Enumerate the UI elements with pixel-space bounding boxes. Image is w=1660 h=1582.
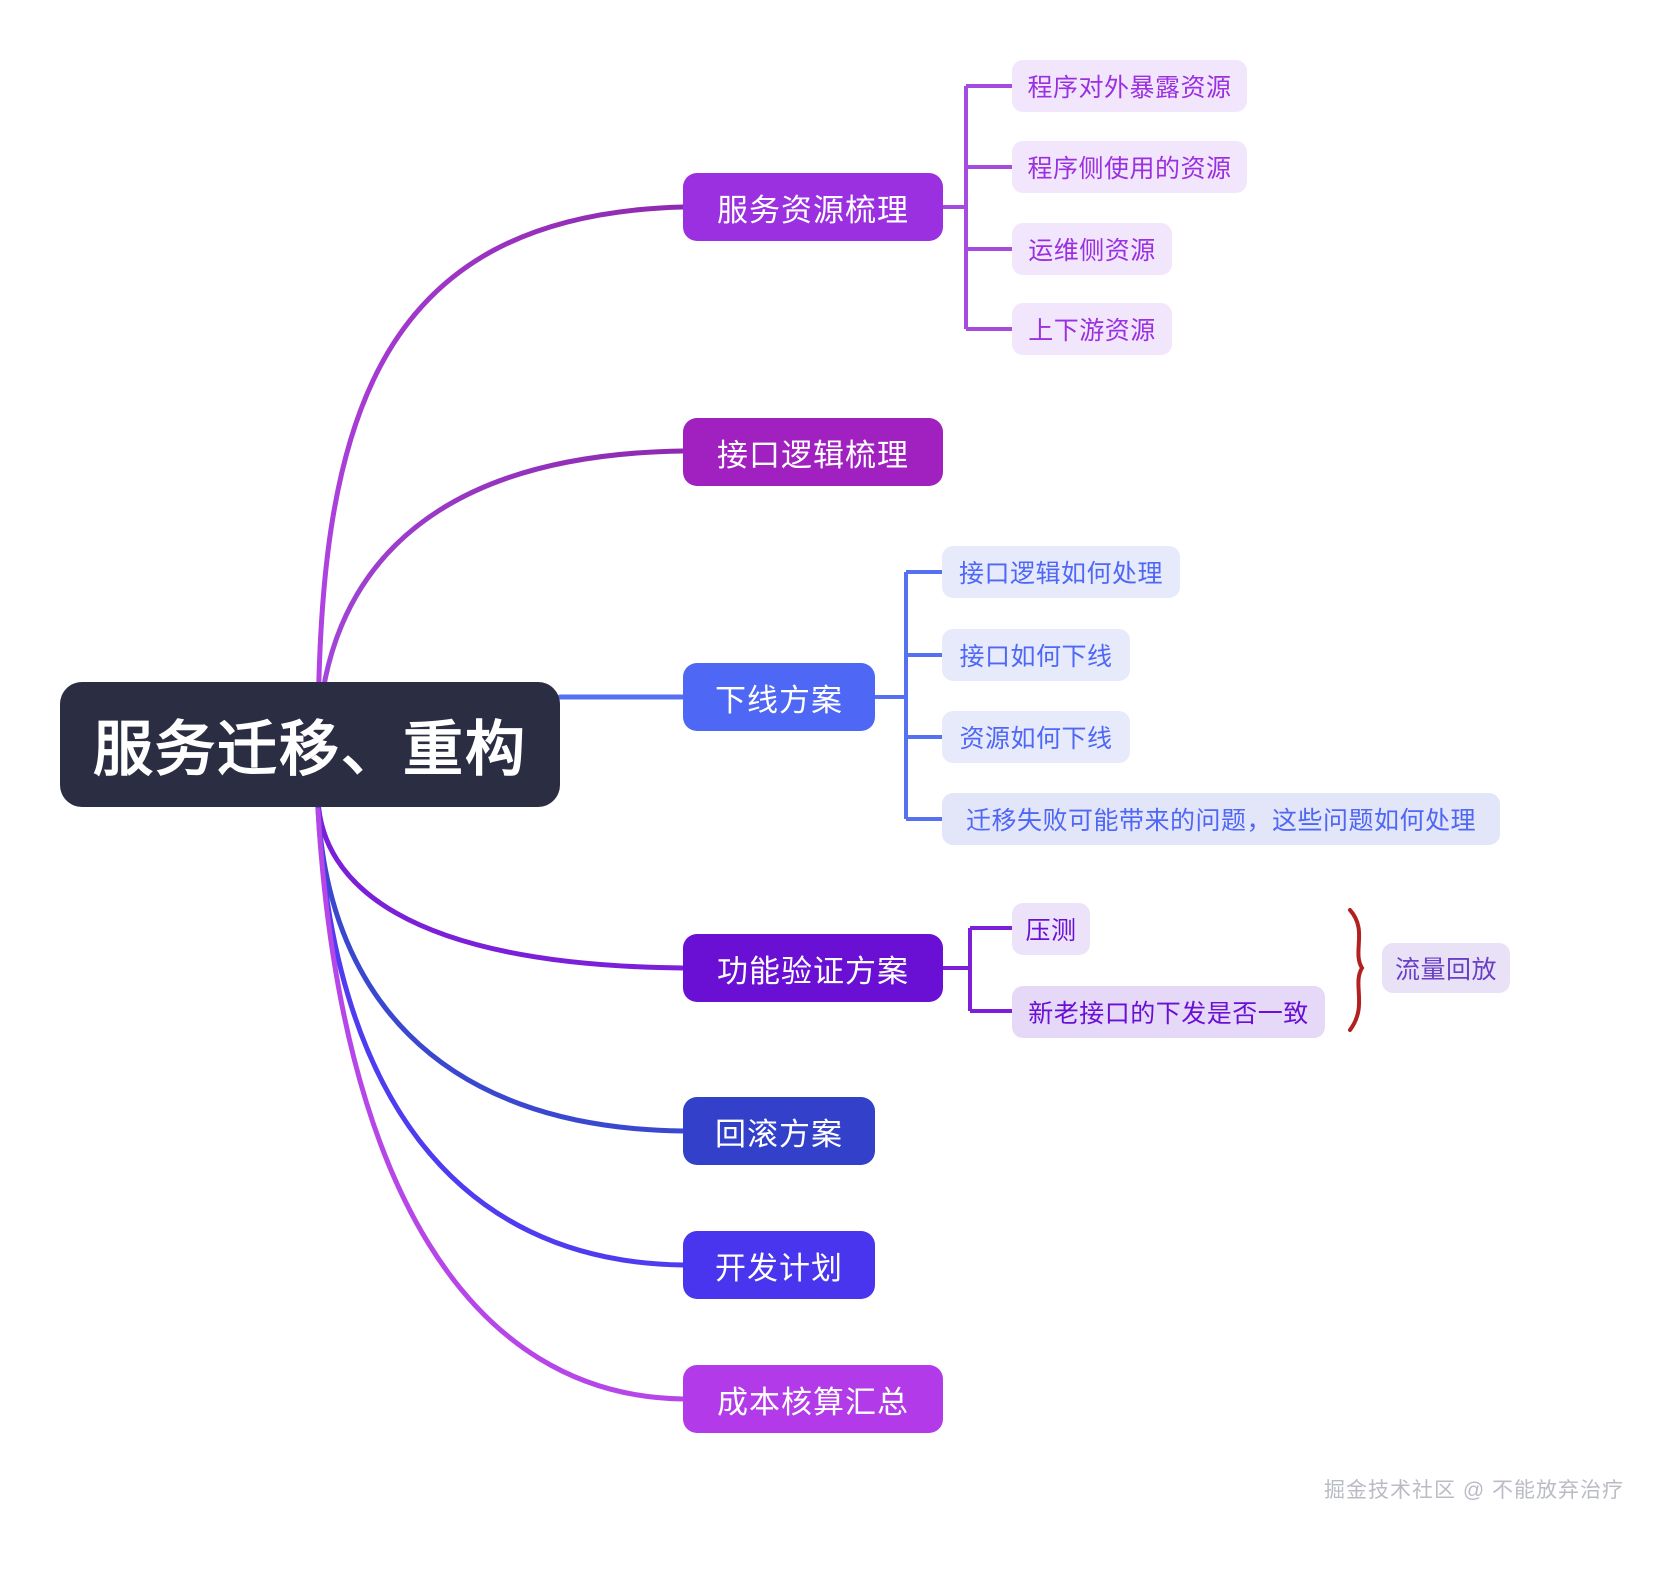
leaf-node-label: 压测 — [1025, 917, 1077, 945]
branch-node-offline-plan[interactable]: 下线方案 — [683, 663, 875, 731]
leaf-node-ops-side-resources[interactable]: 运维侧资源 — [1012, 223, 1172, 275]
branch-node-rollback-plan[interactable]: 回滚方案 — [683, 1097, 875, 1165]
leaf-node-label: 接口逻辑如何处理 — [959, 560, 1164, 588]
leaf-node-label: 程序侧使用的资源 — [1027, 155, 1232, 183]
branch-node-label: 回滚方案 — [715, 1116, 843, 1152]
annotation-traffic-replay[interactable]: 流量回放 — [1382, 943, 1510, 993]
root-node-label: 服务迁移、重构 — [93, 716, 527, 783]
leaf-node-upstream-downstream-resources[interactable]: 上下游资源 — [1012, 303, 1172, 355]
leaf-node-label: 运维侧资源 — [1028, 237, 1156, 265]
leaf-node-program-side-resources[interactable]: 程序侧使用的资源 — [1012, 141, 1247, 193]
branch-node-label: 功能验证方案 — [717, 953, 909, 989]
leaf-node-resource-offline[interactable]: 资源如何下线 — [942, 711, 1130, 763]
branch-node-label: 下线方案 — [715, 682, 843, 718]
branch-node-label: 开发计划 — [715, 1250, 843, 1286]
leaf-node-exposed-resources[interactable]: 程序对外暴露资源 — [1012, 60, 1247, 112]
mindmap-root-node[interactable]: 服务迁移、重构 — [60, 682, 560, 807]
leaf-node-label: 新老接口的下发是否一致 — [1028, 1000, 1309, 1028]
leaf-node-label: 程序对外暴露资源 — [1027, 74, 1232, 102]
branch-node-api-logic-review[interactable]: 接口逻辑梳理 — [683, 418, 943, 486]
branch-node-function-verification-plan[interactable]: 功能验证方案 — [683, 934, 943, 1002]
branch-node-label: 服务资源梳理 — [717, 192, 909, 228]
leaf-node-migration-failure-issues[interactable]: 迁移失败可能带来的问题，这些问题如何处理 — [942, 793, 1500, 845]
leaf-node-label: 接口如何下线 — [959, 643, 1113, 671]
leaf-node-api-logic-handling[interactable]: 接口逻辑如何处理 — [942, 546, 1180, 598]
leaf-node-stress-test[interactable]: 压测 — [1012, 903, 1090, 955]
branch-node-cost-accounting-summary[interactable]: 成本核算汇总 — [683, 1365, 943, 1433]
branch-node-label: 成本核算汇总 — [717, 1384, 909, 1420]
branch-node-label: 接口逻辑梳理 — [717, 437, 909, 473]
leaf-node-api-offline[interactable]: 接口如何下线 — [942, 629, 1130, 681]
watermark-text: 掘金技术社区 @ 不能放弃治疗 — [1324, 1479, 1624, 1502]
leaf-node-label: 迁移失败可能带来的问题，这些问题如何处理 — [965, 807, 1476, 835]
annotation-label: 流量回放 — [1395, 956, 1498, 984]
leaf-node-label: 资源如何下线 — [959, 725, 1113, 753]
leaf-node-new-old-api-consistency[interactable]: 新老接口的下发是否一致 — [1012, 986, 1325, 1038]
leaf-node-label: 上下游资源 — [1028, 317, 1156, 345]
branch-node-service-resource-review[interactable]: 服务资源梳理 — [683, 173, 943, 241]
branch-node-development-plan[interactable]: 开发计划 — [683, 1231, 875, 1299]
